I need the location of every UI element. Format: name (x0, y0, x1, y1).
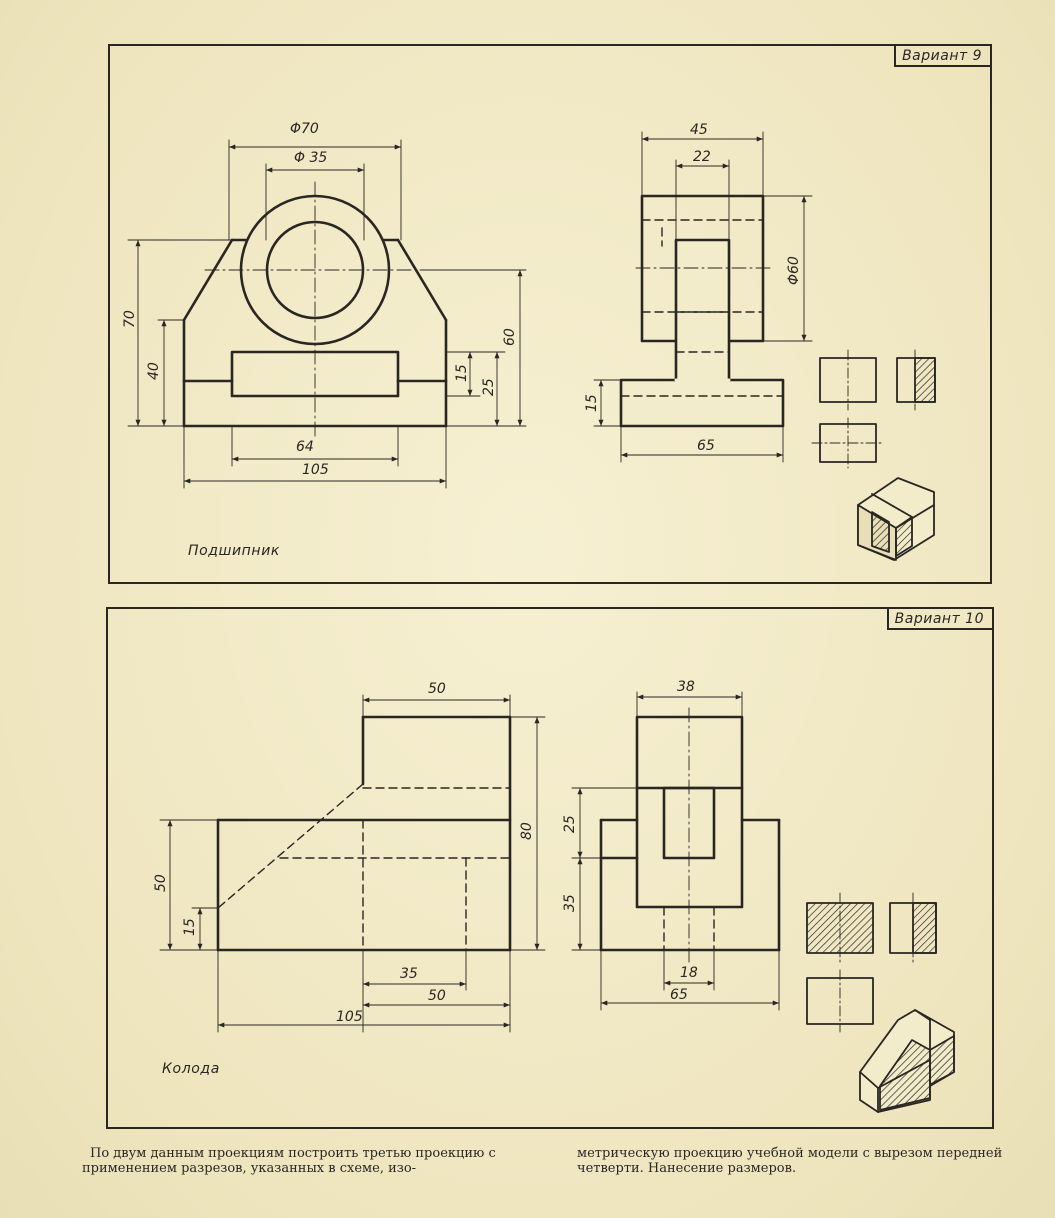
v9-part-name: Подшипник (188, 543, 280, 559)
dim-d-outer: Φ70 (290, 121, 319, 137)
v9-side-dimensions (593, 131, 813, 463)
v10-front-hidden (217, 783, 511, 951)
dim-d-inner: Φ 35 (294, 150, 327, 166)
dim-h-body: 50 (153, 874, 169, 892)
v9-dim-labels: Φ70 Φ 35 70 40 15 25 60 64 105 45 22 Φ60… (122, 121, 802, 559)
dim-side-w2: 22 (693, 149, 711, 165)
dim-side-base-w: 65 (697, 438, 715, 454)
variant-10-frame: Вариант 10 (106, 607, 994, 1129)
dim-w-50b: 50 (428, 988, 446, 1004)
variant-9-frame: Вариант 9 (108, 44, 992, 584)
v10-section-scheme (806, 902, 937, 1025)
v10-side-hidden (663, 906, 715, 951)
dim-side-w65: 65 (670, 987, 688, 1003)
v10-dim-labels: 50 80 50 15 35 50 105 38 25 35 18 65 Кол… (153, 679, 698, 1077)
dim-side-w18: 18 (680, 965, 698, 981)
dim-side-h25: 25 (562, 815, 578, 833)
caption-left: По двум данным проекциям построить треть… (82, 1146, 496, 1176)
dim-w-total-10: 105 (336, 1009, 363, 1025)
dim-side-dia: Φ60 (786, 256, 802, 285)
dim-h-slot1: 15 (454, 364, 470, 382)
v10-front-dimensions (159, 694, 546, 1033)
v9-section-scheme (819, 357, 936, 463)
dim-h-total-10: 80 (519, 822, 535, 840)
variant-9-label: Вариант 9 (894, 44, 992, 67)
dim-h-low: 15 (182, 918, 198, 936)
dim-side-h35: 35 (562, 894, 578, 912)
dim-side-w-top: 38 (677, 679, 695, 695)
v9-isometric-sketch (857, 477, 935, 561)
dim-w-total: 105 (302, 462, 329, 478)
dim-w-slot: 64 (296, 439, 314, 455)
v10-part-name: Колода (162, 1061, 220, 1077)
dim-w-35: 35 (400, 966, 418, 982)
v10-side-dimensions (571, 691, 780, 1011)
dim-h-total: 70 (122, 310, 138, 328)
v9-side-view (619, 194, 785, 428)
v9-front-dimensions (127, 139, 527, 489)
dim-side-w1: 45 (690, 122, 708, 138)
v10-isometric-sketch (859, 1009, 955, 1113)
dim-side-base-h: 15 (584, 394, 600, 412)
v9-side-hidden (620, 219, 784, 397)
v9-front-centerlines (204, 181, 426, 441)
v10-front-view (216, 715, 512, 952)
dim-h-slot2: 25 (481, 378, 497, 396)
dim-h-center: 60 (502, 328, 518, 346)
dim-w-top: 50 (428, 681, 446, 697)
caption-right: метрическую проекцию учебной модели с вы… (577, 1146, 1003, 1176)
v10-side-view (599, 715, 781, 952)
variant-10-label: Вариант 10 (886, 607, 994, 630)
dim-h-side: 40 (146, 362, 162, 380)
